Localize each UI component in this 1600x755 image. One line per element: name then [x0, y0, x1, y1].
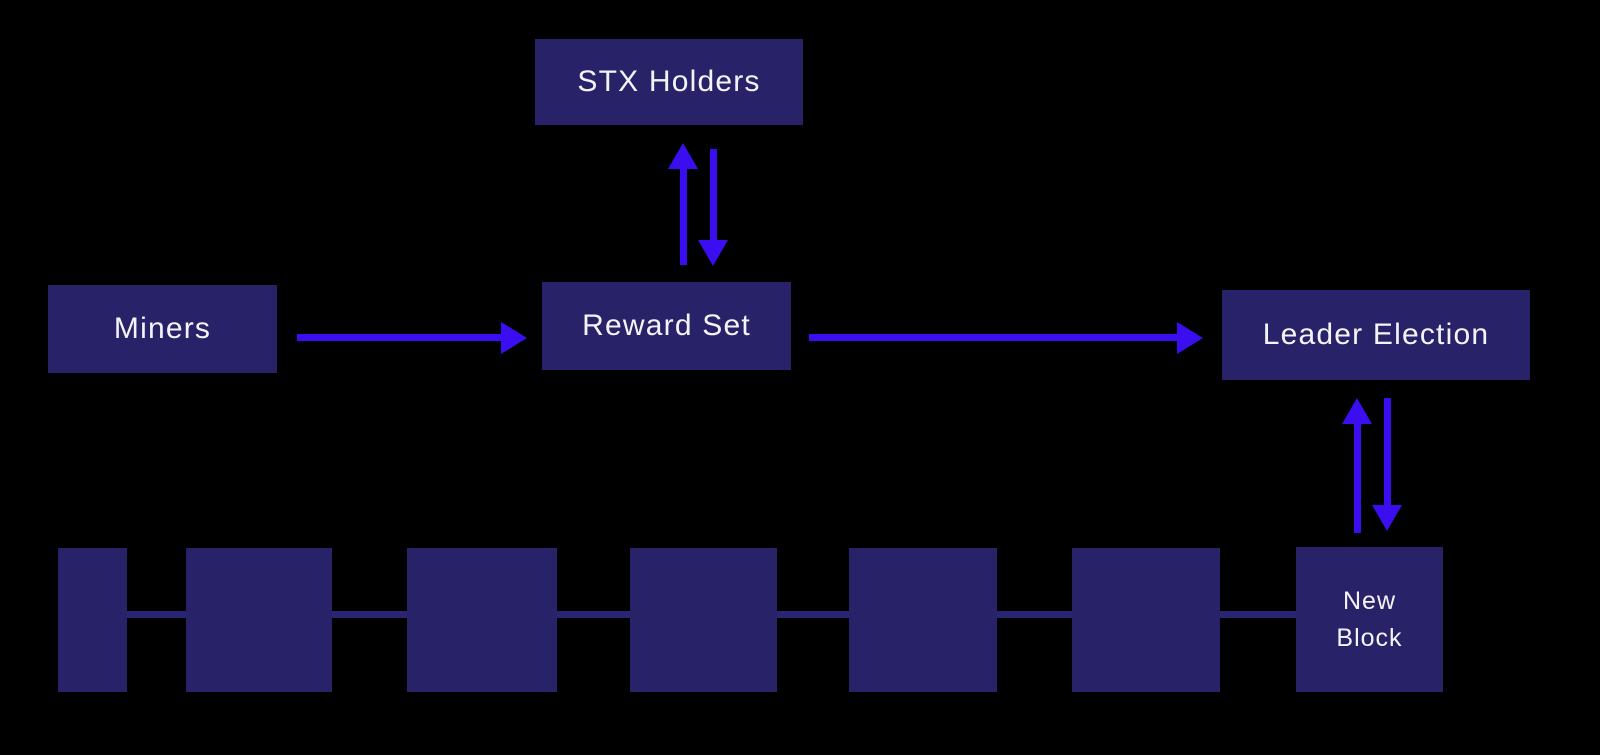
arrow-shaft	[809, 334, 1177, 341]
blockchain-block	[1072, 548, 1220, 692]
arrow-up-head-icon	[668, 143, 698, 169]
arrow-down-head-icon	[1372, 505, 1402, 531]
node-miners: Miners	[48, 285, 277, 373]
arrow-up-shaft	[680, 168, 687, 265]
arrow-right-head-icon	[1177, 322, 1203, 354]
blockchain-block	[407, 548, 557, 692]
blockchain-block	[630, 548, 777, 692]
node-leader-election: Leader Election	[1222, 290, 1530, 380]
node-reward-set: Reward Set	[542, 282, 791, 370]
node-leader-election-label: Leader Election	[1262, 318, 1490, 351]
node-new-block: New Block	[1296, 547, 1443, 692]
node-reward-set-label: Reward Set	[582, 309, 751, 342]
blockchain-block	[58, 548, 127, 692]
node-stx-holders: STX Holders	[535, 39, 803, 125]
arrow-up-head-icon	[1342, 398, 1372, 424]
arrow-down-head-icon	[698, 240, 728, 266]
node-new-block-label: New Block	[1336, 587, 1403, 652]
arrow-down-shaft	[1384, 398, 1391, 506]
arrow-down-shaft	[710, 149, 717, 241]
arrow-shaft	[297, 334, 503, 341]
blockchain-block	[849, 548, 997, 692]
arrow-up-shaft	[1354, 423, 1361, 533]
blockchain-block	[186, 548, 332, 692]
node-miners-label: Miners	[113, 312, 212, 345]
node-stx-holders-label: STX Holders	[577, 65, 761, 98]
arrow-right-head-icon	[501, 322, 527, 354]
